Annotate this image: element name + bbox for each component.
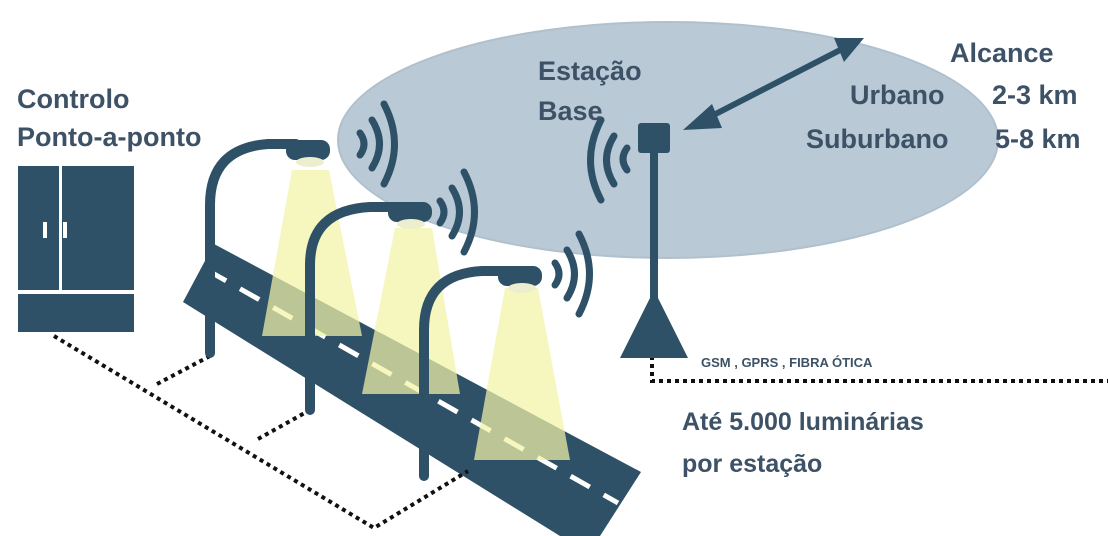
base-station-label-line1: Estação [538,56,642,86]
light-beam-3 [474,288,570,460]
cabinet-left-door [18,166,59,290]
light-beam-2 [362,228,460,394]
control-cabinet [18,166,134,332]
range-suburban-label: Suburbano [806,124,949,154]
connection-technologies: GSM , GPRS , FIBRA ÓTICA [701,355,873,370]
range-title: Alcance [950,38,1054,68]
capacity-line1: Até 5.000 luminárias [682,408,924,436]
street-lamp-2 [305,202,432,415]
base-station-antenna [620,123,688,358]
wireless-waves-lamp-1 [356,100,398,188]
wireless-waves-lamp-3 [551,230,593,318]
street-lamp-3 [419,266,542,481]
cabinet-base [18,294,134,332]
control-title-line2: Ponto-a-ponto [17,122,202,152]
control-title-line1: Controlo [17,84,130,114]
range-urban-label: Urbano [850,80,945,110]
wireless-waves-lamp-2 [436,168,478,256]
cabinet-handle-left [43,222,47,238]
range-arrow [683,38,864,130]
capacity-line2: por estação [682,450,823,478]
street-lamp-1 [205,139,330,358]
range-suburban-value: 5-8 km [995,124,1081,154]
base-station-label-line2: Base [538,96,603,126]
cabinet-right-door [62,166,134,290]
cabinet-handle-right [63,222,67,238]
range-urban-value: 2-3 km [992,80,1078,110]
dotted-wiring [52,334,1108,531]
wireless-waves-base [587,116,631,204]
